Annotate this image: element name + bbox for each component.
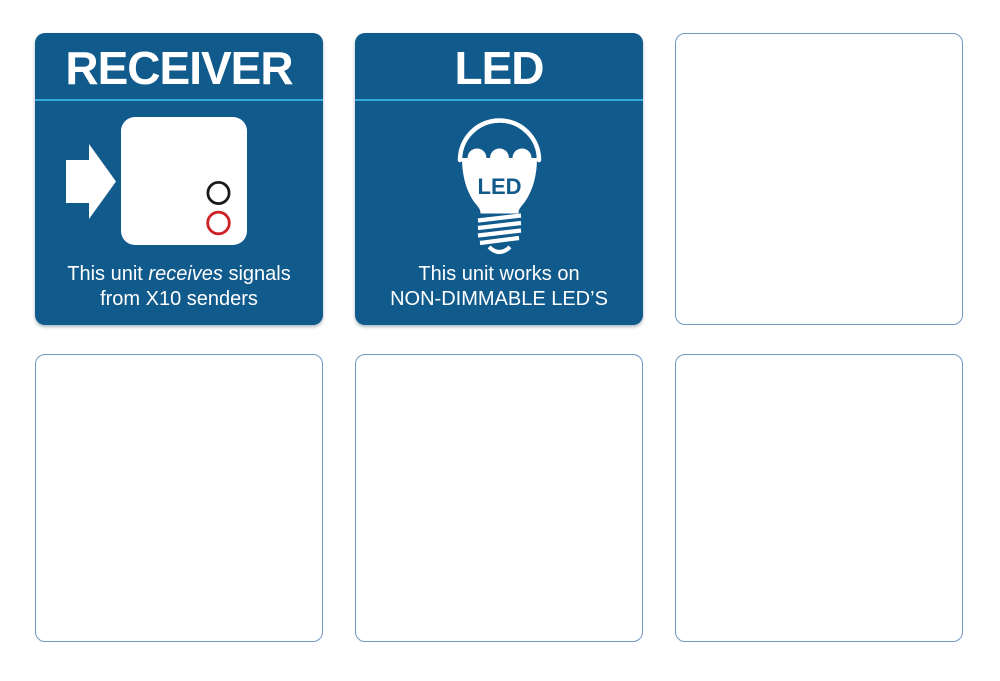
receiver-card-title: RECEIVER bbox=[35, 33, 323, 101]
caption-line: This unit works on bbox=[418, 263, 580, 285]
caption-line: NON-DIMMABLE LED’S bbox=[390, 288, 608, 310]
led-bulb-label: LED bbox=[478, 174, 522, 199]
caption-line: from X10 senders bbox=[100, 288, 258, 310]
empty-card bbox=[35, 354, 323, 642]
empty-card bbox=[675, 33, 963, 325]
indicator-circle-red bbox=[206, 210, 231, 236]
led-card-title: LED bbox=[355, 33, 643, 101]
indicator-circle-black bbox=[206, 181, 231, 206]
receiver-card: RECEIVER This unit receives signals from… bbox=[35, 33, 323, 325]
empty-card bbox=[675, 354, 963, 642]
led-icon-zone: LED bbox=[355, 101, 643, 258]
led-card: LED LED bbox=[355, 33, 643, 325]
led-caption: This unit works on NON-DIMMABLE LED’S bbox=[355, 262, 643, 312]
caption-line: This unit receives signals bbox=[67, 263, 291, 285]
badge-grid: RECEIVER This unit receives signals from… bbox=[35, 33, 963, 642]
receiver-icon-zone bbox=[35, 101, 323, 249]
right-arrow-icon bbox=[66, 144, 116, 219]
empty-card bbox=[355, 354, 643, 642]
receiver-module-icon bbox=[66, 117, 247, 245]
led-bulb-icon: LED bbox=[457, 118, 542, 254]
receiver-caption: This unit receives signals from X10 send… bbox=[35, 262, 323, 312]
